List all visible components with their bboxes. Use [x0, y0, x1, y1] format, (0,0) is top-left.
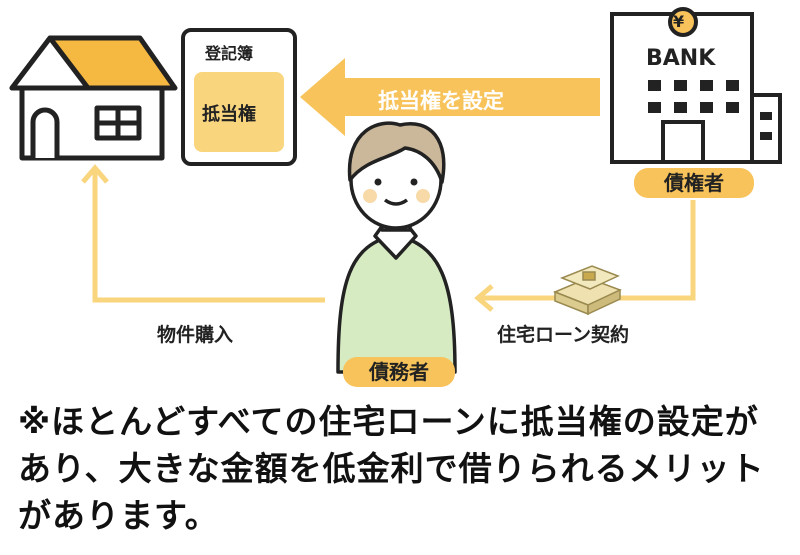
purchase-label: 物件購入: [157, 324, 234, 346]
bank-icon: [610, 7, 782, 164]
mortgage-arrow: [300, 58, 600, 136]
explanatory-note: ※ほとんどすべての住宅ローンに抵当権の設定があり、大きな金額を低金利で借りられる…: [18, 402, 765, 535]
yen-symbol: ¥: [673, 12, 685, 31]
house-icon: [9, 35, 178, 161]
loan-contract-label: 住宅ローン契約: [497, 324, 630, 346]
registry-title: 登記簿: [205, 44, 254, 63]
bank-sign: BANK: [646, 46, 716, 71]
debtor-label: 債務者: [343, 357, 455, 387]
purchase-flow-line: [81, 164, 325, 303]
loan-flow-line: [474, 200, 696, 312]
creditor-label: 債権者: [634, 168, 754, 198]
arrow-label: 抵当権を設定: [378, 89, 504, 113]
registry-content: 抵当権: [202, 104, 256, 125]
debtor-person-icon: [336, 121, 457, 374]
bank-windows: [648, 80, 772, 140]
money-bundle-icon: [553, 265, 622, 316]
